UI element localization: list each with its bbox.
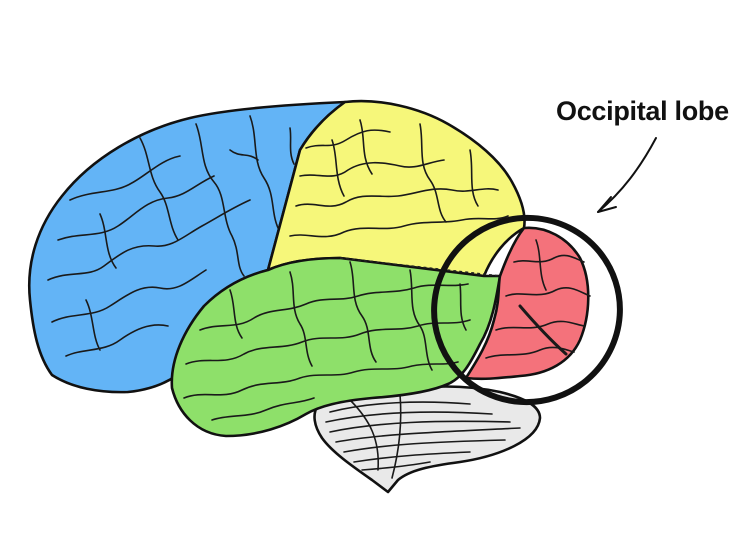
occipital-lobe-label: Occipital lobe — [556, 96, 729, 126]
cerebellum — [313, 385, 542, 494]
pointer-arrow-icon — [597, 137, 657, 213]
temporal-lobe — [170, 256, 502, 438]
lobe-boundary-dotted — [339, 257, 501, 277]
parietal-lobe — [266, 99, 526, 278]
highlight-circle — [431, 214, 623, 406]
occipital-lobe — [464, 226, 591, 381]
